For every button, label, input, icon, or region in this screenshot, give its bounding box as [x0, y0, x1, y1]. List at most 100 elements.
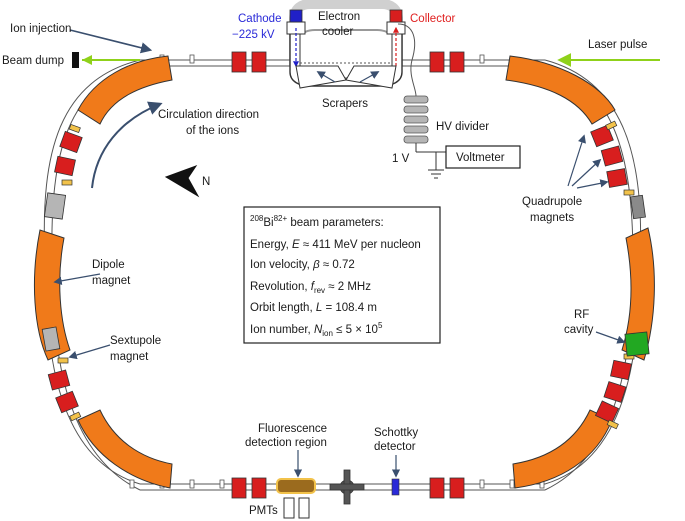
velocity-symbol: β [312, 259, 320, 271]
pmt-1 [283, 497, 295, 519]
beam-params-title: 208Bi82+ beam parameters: [250, 214, 384, 229]
north-label: N [202, 176, 210, 188]
revolution-value: ≈ 2 MHz [325, 281, 371, 293]
charge-state: 82+ [274, 214, 288, 223]
ion-number-subscript: ion [322, 329, 333, 338]
quadrupole-top-4 [449, 51, 465, 73]
fluorescence-label-1: Fluorescence [258, 423, 327, 435]
beam-dump-block [72, 52, 79, 68]
orbit-line: Orbit length, L = 108.4 m [250, 302, 377, 314]
label-pointers [53, 71, 626, 478]
isotope-mass-number: 208 [250, 214, 264, 223]
orbit-prefix: Orbit length, [250, 302, 316, 314]
element-symbol: Bi [263, 217, 273, 229]
energy-symbol: E [292, 239, 300, 251]
quadrupole-left-3 [47, 369, 71, 391]
quadrupole-right-5 [603, 381, 627, 403]
dipole-magnet-left [34, 229, 71, 361]
quadrupole-magnets [47, 51, 632, 499]
quadrupole-left-4 [55, 390, 79, 414]
quadrupole-right-6 [594, 400, 620, 424]
gray-element-left-bottom [41, 326, 61, 352]
one-volt-label: 1 V [392, 153, 410, 165]
electron-cooler-label-1: Electron [318, 11, 360, 23]
dipole-magnet-top-right [505, 55, 616, 125]
quadrupole-right-4 [610, 359, 632, 381]
schottky-detector [391, 478, 400, 496]
dipole-label-1: Dipole [92, 259, 125, 271]
revolution-symbol: f [311, 281, 316, 293]
cathode-label: Cathode [238, 13, 281, 25]
cathode-voltage-label: −225 kV [232, 29, 275, 41]
quadrupole-right-2 [600, 145, 624, 167]
quadrupole-top-3 [429, 51, 445, 73]
dipole-label-2: magnet [92, 275, 131, 287]
energy-value: ≈ 411 MeV per nucleon [300, 239, 421, 251]
ion-number-exponent: 5 [378, 321, 383, 330]
dipole-magnets [34, 55, 655, 489]
circulation-label-1: Circulation direction [158, 109, 259, 121]
beam-dump-arrowhead [82, 55, 92, 65]
revolution-line: Revolution, frev ≈ 2 MHz [250, 281, 371, 295]
hv-wire [397, 23, 417, 97]
quadrupole-right-1 [590, 124, 614, 148]
dipole-magnet-top-left [77, 55, 173, 125]
collector-block [389, 9, 403, 23]
hv-divider-label: HV divider [436, 121, 489, 133]
ion-injection-label: Ion injection [10, 23, 71, 35]
velocity-line: Ion velocity, β ≈ 0.72 [250, 259, 355, 271]
rf-label-1: RF [574, 309, 589, 321]
pmt-2 [298, 497, 310, 519]
fluorescence-label-2: detection region [245, 437, 327, 449]
revolution-subscript: rev [314, 286, 325, 295]
circulation-label-2: of the ions [186, 125, 239, 137]
laser-pulse-label: Laser pulse [588, 39, 647, 51]
north-arrow-icon [164, 165, 200, 198]
schottky-label-1: Schottky [374, 427, 418, 439]
velocity-value: ≈ 0.72 [320, 259, 355, 271]
dipole-magnet-bottom-left [77, 409, 173, 489]
velocity-prefix: Ion velocity, [250, 259, 313, 271]
ion-number-symbol: N [314, 324, 323, 336]
quadrupole-bottom-2 [251, 477, 267, 499]
schottky-label-2: detector [374, 441, 416, 453]
voltmeter-box [445, 145, 521, 169]
fluorescence-detection-chamber [276, 478, 316, 494]
ion-number-prefix: Ion number, [250, 324, 314, 336]
rf-cavity [624, 331, 650, 357]
cross-chamber [329, 469, 365, 505]
quadrupole-bottom-1 [231, 477, 247, 499]
energy-line: Energy, E ≈ 411 MeV per nucleon [250, 239, 421, 251]
electron-cooler-label-2: cooler [322, 26, 353, 38]
circulation-arrow [91, 101, 163, 189]
orbit-value: = 108.4 m [322, 302, 377, 314]
revolution-prefix: Revolution, [250, 281, 311, 293]
quadrupole-bottom-3 [429, 477, 445, 499]
gray-element-left-top [43, 192, 67, 220]
quadrupole-label-1: Quadrupole [522, 196, 582, 208]
rf-label-2: cavity [564, 324, 594, 336]
quadrupole-left-2 [54, 155, 76, 177]
quadrupole-left-1 [59, 130, 83, 154]
beam-dump-label: Beam dump [2, 55, 64, 67]
quadrupole-top-1 [231, 51, 247, 73]
beam-parameters-box [243, 206, 441, 344]
pmts-label: PMTs [249, 505, 278, 517]
cathode-block [289, 9, 303, 23]
sextupole-label-2: magnet [110, 351, 149, 363]
quadrupole-top-2 [251, 51, 267, 73]
ion-number-value: ≤ 5 × 10 [333, 324, 378, 336]
gray-element-right-top [630, 194, 646, 220]
energy-prefix: Energy, [250, 239, 292, 251]
hv-divider-stack [403, 95, 429, 144]
quadrupole-right-3 [606, 168, 628, 188]
voltmeter-label: Voltmeter [456, 152, 505, 164]
collector-label: Collector [410, 13, 456, 25]
ion-injection-arrow [69, 29, 153, 54]
quadrupole-label-2: magnets [530, 212, 574, 224]
sextupole-magnets [57, 120, 635, 430]
sextupole-label-1: Sextupole [110, 335, 161, 347]
quadrupole-bottom-4 [449, 477, 465, 499]
orbit-symbol: L [316, 302, 322, 314]
